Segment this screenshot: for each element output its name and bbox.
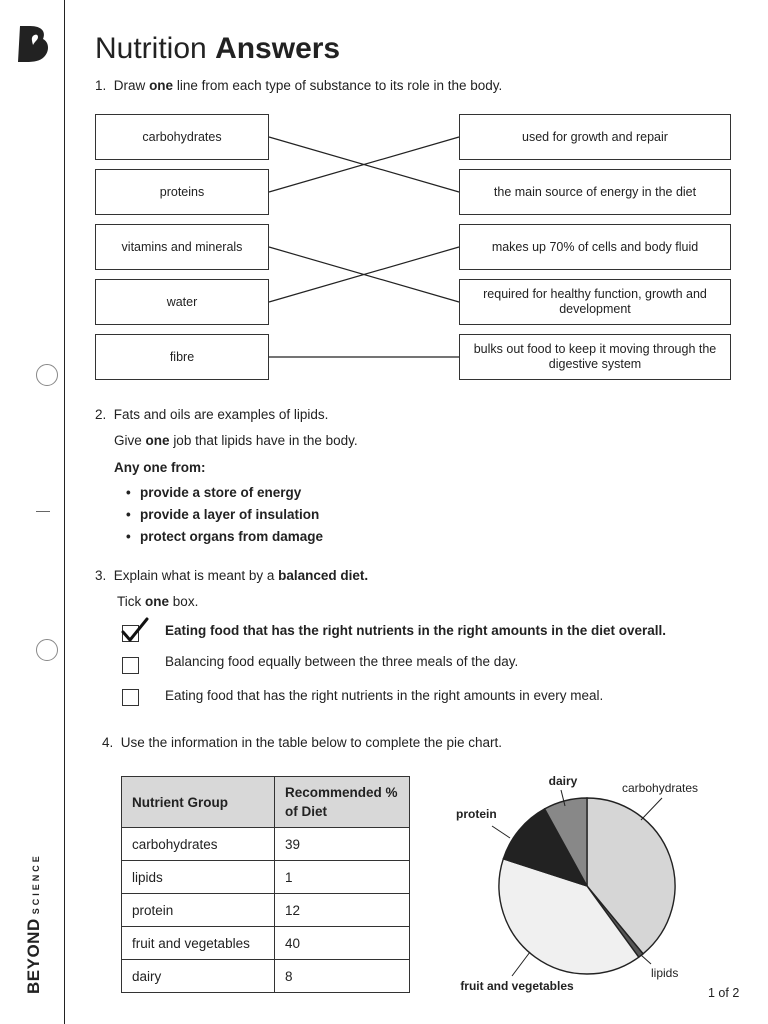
q3-instruction: Tick one box. xyxy=(117,594,199,609)
page-title: Nutrition Answers xyxy=(95,32,340,66)
answer-header: Any one from: xyxy=(114,460,206,475)
substance-box[interactable]: water xyxy=(95,279,269,325)
option-checkbox[interactable] xyxy=(122,689,139,706)
fold-mark xyxy=(36,511,50,512)
answer-list: provide a store of energy provide a laye… xyxy=(126,484,323,550)
table-header-row: Nutrient Group Recommended % of Diet xyxy=(121,776,410,828)
leader-line xyxy=(511,951,531,977)
role-box[interactable]: the main source of energy in the diet xyxy=(459,169,731,215)
pie-slice-carbohydrates xyxy=(586,797,676,955)
table-cell: 12 xyxy=(274,893,410,927)
pie-label: fruit and vegetables xyxy=(460,979,574,993)
table-row: dairy 8 xyxy=(121,959,410,993)
pie-label: carbohydrates xyxy=(622,781,698,795)
table-header: Nutrient Group xyxy=(121,776,275,828)
substance-box[interactable]: proteins xyxy=(95,169,269,215)
match-line xyxy=(268,136,460,193)
table-header: Recommended % of Diet xyxy=(274,776,410,828)
table-cell: 39 xyxy=(274,827,410,861)
table-row: fruit and vegetables 40 xyxy=(121,926,410,960)
margin-line xyxy=(64,0,65,1024)
substance-box[interactable]: vitamins and minerals xyxy=(95,224,269,270)
match-line xyxy=(268,246,460,303)
table-row: carbohydrates 39 xyxy=(121,827,410,861)
option-text: Eating food that has the right nutrients… xyxy=(165,688,604,703)
pie-slice-dairy xyxy=(543,797,588,887)
substance-box[interactable]: fibre xyxy=(95,334,269,380)
title-bold: Answers xyxy=(215,32,341,65)
leader-line xyxy=(640,954,652,965)
match-lines xyxy=(268,136,460,358)
table-row: protein 12 xyxy=(121,893,410,927)
table-cell: dairy xyxy=(121,959,275,993)
page-number: 1 of 2 xyxy=(708,986,740,1000)
pie-label: protein xyxy=(456,807,497,821)
leader-line xyxy=(640,797,663,821)
role-box[interactable]: used for growth and repair xyxy=(459,114,731,160)
leader-line xyxy=(560,789,566,807)
table-cell: protein xyxy=(121,893,275,927)
title-light: Nutrition xyxy=(95,32,207,65)
nutrient-table: Nutrient Group Recommended % of Diet car… xyxy=(121,776,410,993)
table-cell: 8 xyxy=(274,959,410,993)
brand-wordmark: BEYONDSCIENCE xyxy=(24,853,43,994)
option-text: Eating food that has the right nutrients… xyxy=(165,623,667,638)
pie-slice-fruit-and-vegetables xyxy=(498,857,640,975)
option-checkbox[interactable] xyxy=(122,657,139,674)
substance-box[interactable]: carbohydrates xyxy=(95,114,269,160)
pie-label: dairy xyxy=(549,774,578,788)
role-box[interactable]: bulks out food to keep it moving through… xyxy=(459,334,731,380)
answer-item: provide a layer of insulation xyxy=(126,506,323,528)
checkmark-icon xyxy=(121,617,149,642)
pie-slice-lipids xyxy=(586,885,645,959)
pie-slice-protein xyxy=(502,807,589,888)
q1-prompt: 1. Draw one line from each type of subst… xyxy=(95,78,503,93)
table-cell: 1 xyxy=(274,860,410,894)
option-text: Balancing food equally between the three… xyxy=(165,654,519,669)
leader-line xyxy=(491,825,511,839)
punch-hole xyxy=(36,364,58,386)
answer-item: provide a store of energy xyxy=(126,484,323,506)
answer-item: protect organs from damage xyxy=(126,528,323,550)
table-cell: carbohydrates xyxy=(121,827,275,861)
beyond-logo-icon xyxy=(18,26,49,62)
table-row: lipids 1 xyxy=(121,860,410,894)
role-box[interactable]: required for healthy function, growth an… xyxy=(459,279,731,325)
punch-hole xyxy=(36,639,58,661)
q4-prompt: 4. Use the information in the table belo… xyxy=(102,735,502,750)
q2-prompt: 2. Fats and oils are examples of lipids. xyxy=(95,407,329,422)
table-cell: lipids xyxy=(121,860,275,894)
q3-prompt: 3. Explain what is meant by a balanced d… xyxy=(95,568,369,583)
role-box[interactable]: makes up 70% of cells and body fluid xyxy=(459,224,731,270)
table-cell: 40 xyxy=(274,926,410,960)
table-cell: fruit and vegetables xyxy=(121,926,275,960)
q2-instruction: Give one job that lipids have in the bod… xyxy=(114,433,358,448)
pie-label: lipids xyxy=(651,966,678,980)
